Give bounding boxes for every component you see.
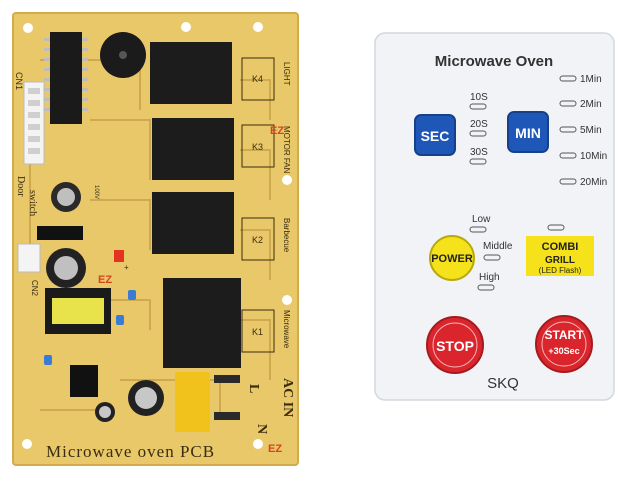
svg-text:K1: K1 <box>252 327 263 337</box>
svg-text:SEC: SEC <box>421 128 450 144</box>
relay-silk-k2: K2 Barbecue <box>241 217 291 261</box>
brand-label: SKQ <box>487 375 519 392</box>
combi-grill-button[interactable]: COMBI GRILL (LED Flash) <box>526 224 594 276</box>
mount-hole <box>282 175 292 185</box>
small-capacitor <box>116 315 124 325</box>
mount-hole <box>282 295 292 305</box>
sec-option-label: 10S <box>470 92 488 103</box>
svg-text:POWER: POWER <box>431 253 473 265</box>
pcb-board: CN1 K4 LIGHT K3 MOTOR FAN K2 Barbecue <box>12 12 299 466</box>
sec-option-label: 30S <box>470 147 488 158</box>
min-option-led <box>559 178 577 185</box>
svg-text:+30Sec: +30Sec <box>548 346 579 356</box>
ic-chip <box>50 32 82 124</box>
svg-text:COMBI: COMBI <box>542 241 579 253</box>
relay-k2 <box>152 192 234 254</box>
mount-hole <box>253 22 263 32</box>
min-option-led <box>559 126 577 133</box>
min-option-label: 20Min <box>580 177 607 188</box>
small-capacitor <box>44 355 52 365</box>
connector-cn2 <box>17 243 41 273</box>
relay-silk-k4: K4 LIGHT <box>241 57 291 101</box>
cn1-label: CN1 <box>14 72 24 90</box>
svg-text:STOP: STOP <box>436 338 474 354</box>
mount-hole <box>253 439 263 449</box>
sec-option-led <box>469 103 487 110</box>
mount-hole <box>22 439 32 449</box>
ez-mark: EZ <box>268 443 282 455</box>
svg-text:Barbecue: Barbecue <box>282 218 291 253</box>
power-level-label: Middle <box>483 241 513 252</box>
min-option-label: 10Min <box>580 151 607 162</box>
n-label: N <box>254 424 269 434</box>
buzzer-hole <box>119 51 127 59</box>
board-title: Microwave oven PCB <box>46 442 215 461</box>
mount-hole <box>181 22 191 32</box>
fuse <box>214 412 240 420</box>
control-panel: Microwave Oven SEC 10S 20S 30S MIN 1Min … <box>374 32 615 401</box>
min-option-led <box>559 100 577 107</box>
relay-silk-k1: K1 Microwave <box>241 309 291 353</box>
power-level-led <box>469 226 487 233</box>
start-button[interactable]: START +30Sec <box>535 315 593 373</box>
power-button[interactable]: POWER <box>429 235 475 281</box>
cn2-label: CN2 <box>30 280 39 297</box>
svg-text:K4: K4 <box>252 74 263 84</box>
ez-mark: EZ <box>270 125 284 137</box>
sec-option-led <box>469 158 487 165</box>
svg-text:MIN: MIN <box>515 125 541 141</box>
relay-k4 <box>150 42 232 104</box>
ez-mark: EZ <box>98 274 112 286</box>
door-label: Door <box>15 176 26 197</box>
min-button[interactable]: MIN <box>507 111 549 153</box>
combi-led <box>547 224 565 231</box>
power-level-label: High <box>479 272 500 283</box>
svg-text:K3: K3 <box>252 142 263 152</box>
power-levels: Low Middle High <box>469 214 513 291</box>
sec-button[interactable]: SEC <box>414 114 456 156</box>
svg-text:+: + <box>124 263 129 272</box>
ic-pins <box>44 38 88 111</box>
led <box>114 250 124 262</box>
relay-k3 <box>152 118 234 180</box>
min-option-led <box>559 152 577 159</box>
min-option-led <box>559 75 577 82</box>
regulator <box>37 226 83 240</box>
switch-label: switch <box>27 190 38 216</box>
min-option-label: 1Min <box>580 74 602 85</box>
svg-text:MOTOR FAN: MOTOR FAN <box>282 126 291 174</box>
sec-option-label: 20S <box>470 119 488 130</box>
min-option-label: 2Min <box>580 99 602 110</box>
small-capacitor <box>128 290 136 300</box>
panel-title: Microwave Oven <box>435 53 553 70</box>
svg-text:Microwave: Microwave <box>282 310 291 349</box>
stop-button[interactable]: STOP <box>426 316 484 374</box>
min-option-label: 5Min <box>580 125 602 136</box>
relay-silk-k3: K3 MOTOR FAN <box>241 124 291 174</box>
power-level-led <box>483 254 501 261</box>
svg-text:K2: K2 <box>252 235 263 245</box>
svg-text:GRILL: GRILL <box>545 255 575 266</box>
fuse <box>214 375 240 383</box>
l-label: L <box>246 384 261 393</box>
ic-chip-small <box>70 365 98 397</box>
sec-options: 10S 20S 30S <box>469 92 488 165</box>
power-level-label: Low <box>472 214 491 225</box>
mount-hole <box>23 23 33 33</box>
cap-note: 100V <box>93 185 99 199</box>
svg-text:START: START <box>544 328 584 342</box>
relay-k1 <box>163 278 241 368</box>
min-options: 1Min 2Min 5Min 10Min 20Min <box>559 74 607 188</box>
power-level-led <box>477 284 495 291</box>
x-capacitor <box>175 372 210 432</box>
svg-text:LIGHT: LIGHT <box>282 62 291 86</box>
sec-option-led <box>469 130 487 137</box>
svg-text:(LED Flash): (LED Flash) <box>539 266 582 275</box>
ac-in-label: AC IN <box>280 378 295 417</box>
